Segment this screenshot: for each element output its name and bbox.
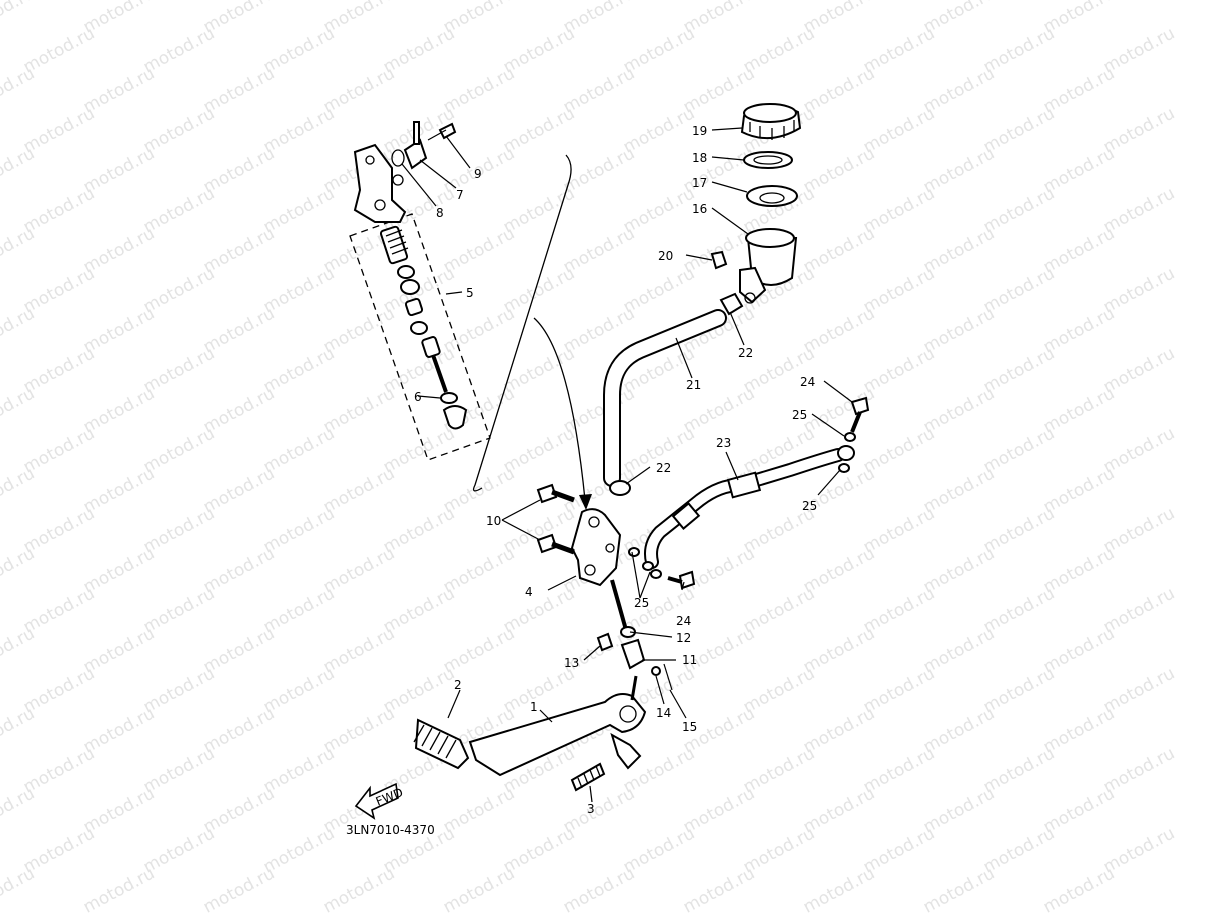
callout-label: 1 bbox=[530, 700, 538, 714]
callout-label: 24 bbox=[800, 375, 815, 389]
leader-lines bbox=[401, 127, 853, 803]
callout-label: 4 bbox=[525, 585, 533, 599]
pointer-arrow bbox=[533, 317, 586, 501]
callout-label: 11 bbox=[682, 653, 697, 667]
callout-label: 22 bbox=[656, 461, 671, 475]
callout-label: 20 bbox=[658, 249, 673, 263]
callout-label: 8 bbox=[436, 206, 444, 220]
callout-label: 14 bbox=[656, 706, 671, 720]
callout-label: 23 bbox=[716, 436, 731, 450]
callout-label: 19 bbox=[692, 124, 707, 138]
svg-text:FWD: FWD bbox=[374, 785, 405, 808]
callout-label: 24 bbox=[676, 614, 691, 628]
callout-label: 25 bbox=[792, 408, 807, 422]
bolt-9 bbox=[438, 122, 457, 140]
cylinder-kit bbox=[379, 225, 468, 430]
callout-label: 2 bbox=[454, 678, 462, 692]
upper-bracket bbox=[353, 143, 407, 223]
fwd-arrow: FWD bbox=[354, 782, 405, 820]
callout-labels: 1 2 3 4 5 6 7 8 9 10 11 12 13 14 15 16 1… bbox=[414, 124, 817, 816]
dashed-group-box bbox=[349, 213, 491, 461]
o-ring bbox=[391, 149, 405, 167]
callout-label: 17 bbox=[692, 176, 707, 190]
callout-label: 12 bbox=[676, 631, 691, 645]
callout-label: 25 bbox=[634, 596, 649, 610]
callout-label: 16 bbox=[692, 202, 707, 216]
callout-label: 15 bbox=[682, 720, 697, 734]
callout-label: 22 bbox=[738, 346, 753, 360]
callout-label: 13 bbox=[564, 656, 579, 670]
callout-label: 3 bbox=[587, 802, 595, 816]
callout-label: 5 bbox=[466, 286, 474, 300]
reservoir bbox=[710, 103, 802, 316]
callout-label: 10 bbox=[486, 514, 501, 528]
callout-label: 21 bbox=[686, 378, 701, 392]
callout-label: 6 bbox=[414, 390, 422, 404]
callout-label: 9 bbox=[474, 167, 482, 181]
callout-label: 18 bbox=[692, 151, 707, 165]
clamp-22 bbox=[609, 480, 631, 496]
brake-pedal bbox=[468, 693, 647, 777]
foot-peg bbox=[413, 718, 470, 770]
callout-label: 7 bbox=[456, 188, 464, 202]
diagram-code: 3LN7010-4370 bbox=[346, 823, 435, 837]
callout-label: 25 bbox=[802, 499, 817, 513]
separator-curve bbox=[472, 154, 572, 492]
pedal-bracket bbox=[570, 508, 622, 587]
arrowhead bbox=[579, 494, 592, 510]
spring-3 bbox=[570, 762, 606, 792]
